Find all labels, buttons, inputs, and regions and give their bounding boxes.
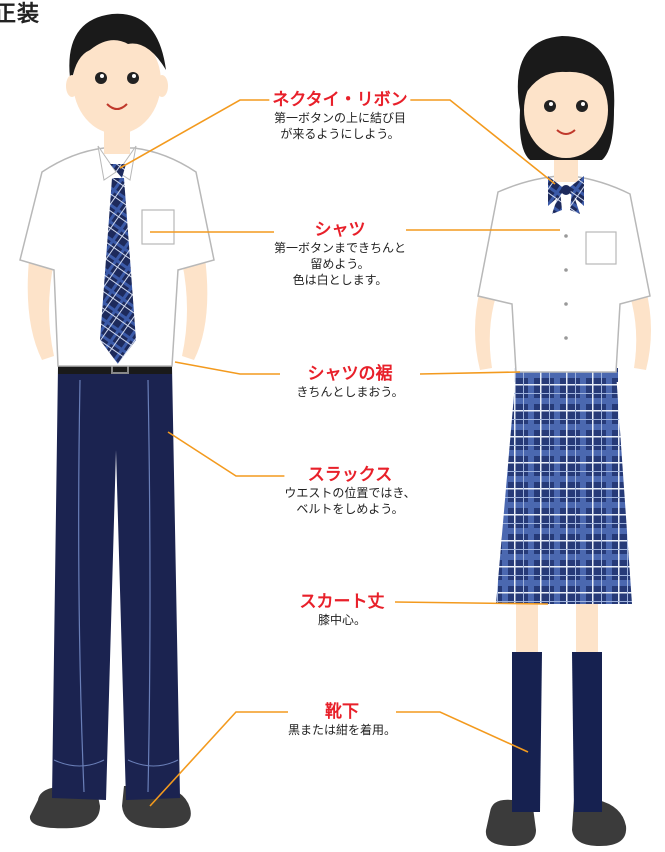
note-title: シャツ xyxy=(273,220,407,240)
note-text: 第一ボタンの上に結び目 xyxy=(273,111,407,125)
note-slacks: スラックス ウエストの位置ではき、 ベルトをしめよう。 xyxy=(284,465,416,517)
note-title: 靴下 xyxy=(287,702,397,722)
leader-line-hem-girl xyxy=(419,371,521,375)
note-text: が来るようにしよう。 xyxy=(280,127,400,141)
boy-figure xyxy=(19,13,215,829)
note-title: スラックス xyxy=(284,465,416,485)
note-text: 留めよう。 xyxy=(310,257,370,271)
note-text: 第一ボタンまできちんと xyxy=(273,241,407,255)
leader-line-socks-boy xyxy=(149,711,312,807)
page-title: 正装 xyxy=(0,2,41,27)
leader-line-hem-boy xyxy=(174,361,280,375)
note-text: ベルトをしめよう。 xyxy=(296,502,404,516)
note-title: シャツの裾 xyxy=(296,364,404,384)
note-skirt-length: スカート丈 膝中心。 xyxy=(296,592,388,628)
note-tie-ribbon: ネクタイ・リボン 第一ボタンの上に結び目 が来るようにしよう。 xyxy=(269,90,411,142)
note-socks: 靴下 黒または紺を着用。 xyxy=(287,702,397,738)
leader-line-slacks xyxy=(167,431,285,477)
note-text: ウエストの位置ではき、 xyxy=(284,486,416,500)
note-title: ネクタイ・リボン xyxy=(269,90,411,110)
note-shirt-hem: シャツの裾 きちんとしまおう。 xyxy=(296,364,404,400)
note-text: きちんとしまおう。 xyxy=(296,385,404,399)
note-text: 膝中心。 xyxy=(317,613,366,627)
leader-line-tie xyxy=(119,99,270,169)
girl-figure xyxy=(475,36,651,846)
note-title: スカート丈 xyxy=(296,592,388,612)
leader-line-skirt xyxy=(394,601,549,605)
note-shirt: シャツ 第一ボタンまできちんと 留めよう。 色は白とします。 xyxy=(273,220,407,288)
note-text: 黒または紺を着用。 xyxy=(287,723,397,737)
note-text: 色は白とします。 xyxy=(292,273,388,287)
leader-line-ribbon xyxy=(410,99,556,185)
